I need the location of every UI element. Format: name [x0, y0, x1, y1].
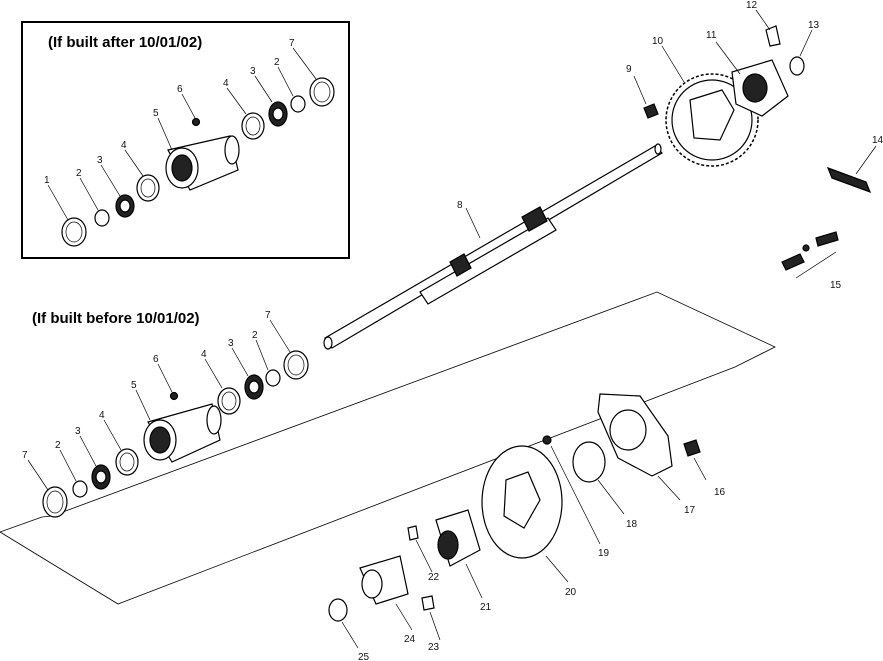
callout-9: 9: [626, 64, 632, 75]
callout-14: 14: [872, 135, 883, 146]
callout-2: 2: [252, 330, 258, 341]
bolt-22: [407, 525, 419, 541]
housing-24: [359, 555, 409, 605]
chain-14: [826, 145, 877, 194]
callout-3: 3: [75, 426, 81, 437]
callout-3: 3: [97, 155, 103, 166]
clip-18: [572, 441, 606, 483]
callout-7: 7: [289, 38, 295, 49]
heading-before: (If built before 10/01/02): [32, 310, 200, 327]
bolt-23: [421, 595, 435, 611]
callout-2: 2: [76, 168, 82, 179]
callout-10: 10: [652, 36, 664, 47]
axle-shaft: [323, 143, 663, 350]
callout-2: 2: [55, 440, 61, 451]
callout-4: 4: [99, 410, 105, 421]
callout-11: 11: [706, 30, 717, 41]
lower-leaders: [341, 445, 707, 649]
callout-1: 1: [44, 175, 50, 186]
callout-7: 7: [265, 310, 271, 321]
inset-frame: [21, 21, 350, 259]
hub-11: [731, 59, 789, 117]
sprocket: [665, 73, 759, 167]
callout-13: 13: [808, 20, 820, 31]
callout-25: 25: [358, 652, 370, 661]
before-parts: [42, 350, 309, 518]
callout-4: 4: [201, 349, 207, 360]
inset-leaders: [47, 47, 317, 221]
callout-5: 5: [131, 380, 137, 391]
clip-25: [328, 598, 348, 622]
callout-23: 23: [428, 642, 440, 653]
callout-7: 7: [22, 450, 28, 461]
inset-parts: [61, 77, 335, 247]
upper-leaders: [633, 9, 813, 105]
callout-2: 2: [274, 57, 280, 68]
leader-8: [465, 207, 481, 239]
callout-12: 12: [746, 0, 758, 11]
callout-24: 24: [404, 634, 416, 645]
heading-after: (If built after 10/01/02): [48, 34, 202, 51]
callout-6: 6: [177, 84, 183, 95]
callout-22: 22: [428, 572, 440, 583]
before-leaders: [27, 319, 291, 491]
callout-6: 6: [153, 354, 159, 365]
callout-3: 3: [250, 66, 256, 77]
callout-5: 5: [153, 108, 159, 119]
callout-4: 4: [223, 78, 229, 89]
callout-3: 3: [228, 338, 234, 349]
brake-disc-20: [481, 445, 563, 559]
callout-19: 19: [598, 548, 610, 559]
chain-link-15: [781, 231, 839, 279]
clip-13: [789, 56, 805, 76]
nut-16: [683, 439, 701, 457]
callout-8: 8: [457, 200, 463, 211]
callout-15: 15: [830, 280, 842, 291]
callout-17: 17: [684, 505, 696, 516]
callout-20: 20: [565, 587, 577, 598]
hub-21: [435, 509, 481, 567]
nut-19: [542, 435, 552, 445]
callout-labels: 1 2 3 4 5 6 4 3 2 7 7 2 3 4 5 6 4 3 2 7 …: [22, 0, 883, 661]
callout-4: 4: [121, 140, 127, 151]
callout-18: 18: [626, 519, 638, 530]
callout-21: 21: [480, 602, 492, 613]
nut-9: [643, 103, 659, 119]
callout-16: 16: [714, 487, 726, 498]
bolt-12: [765, 25, 781, 47]
